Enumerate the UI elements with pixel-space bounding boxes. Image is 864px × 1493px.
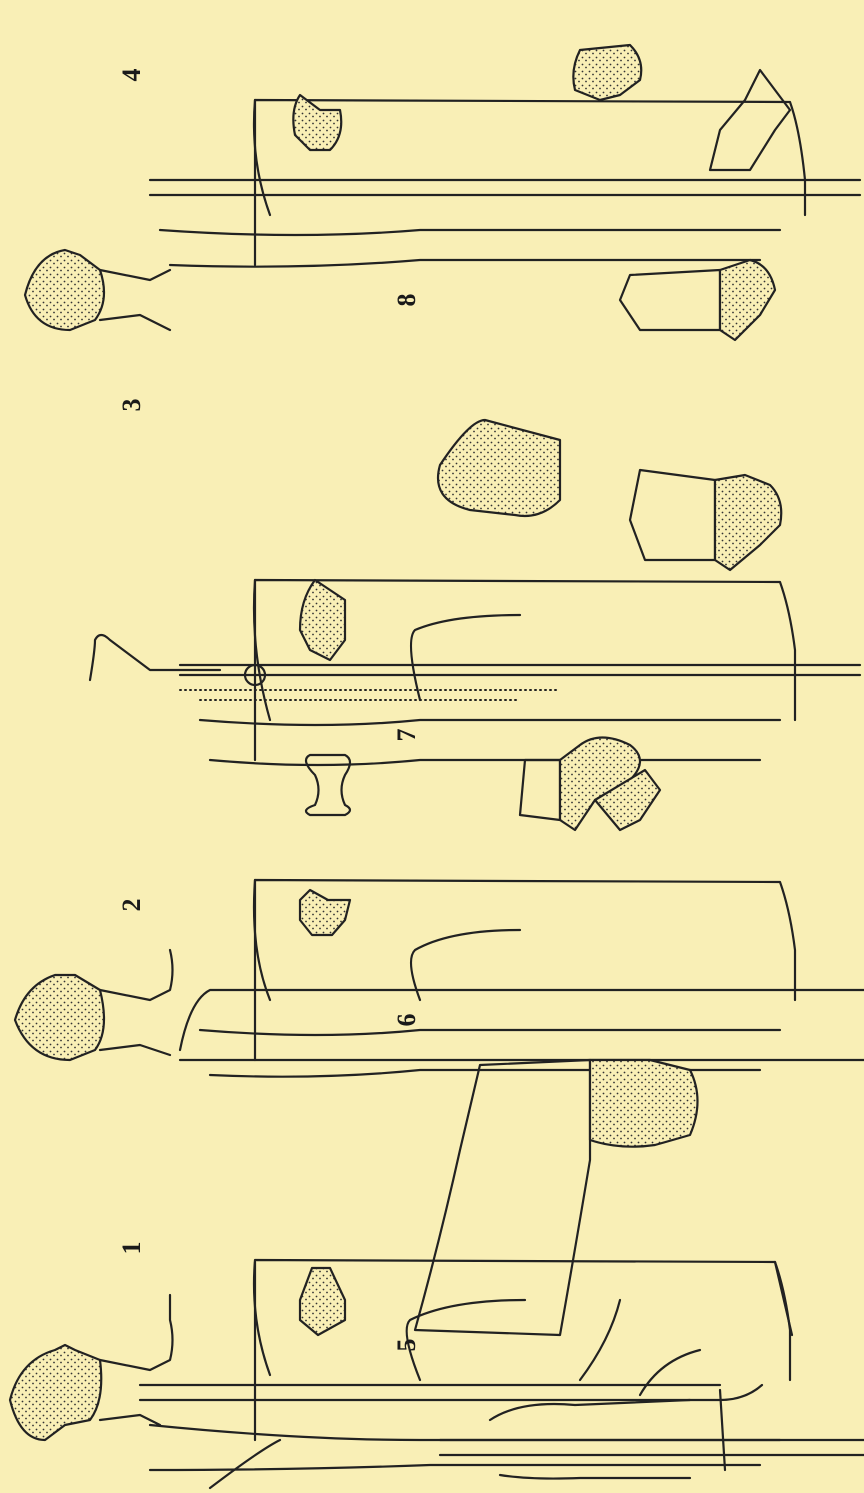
figure-8-drawing <box>573 45 790 570</box>
figure-label-1: 1 <box>117 1242 146 1255</box>
figure-3-drawing <box>90 420 860 765</box>
figure-1-drawing <box>10 1260 792 1488</box>
figure-label-2: 2 <box>117 899 146 912</box>
figure-label-8: 8 <box>392 294 421 307</box>
figure-7-drawing <box>520 738 660 831</box>
figure-5-drawing <box>440 1300 864 1479</box>
figure-label-7: 7 <box>392 729 421 742</box>
figure-label-4: 4 <box>117 69 146 82</box>
figure-6-drawing <box>415 1060 698 1335</box>
figure-label-5: 5 <box>392 1339 421 1352</box>
figure-label-6: 6 <box>392 1014 421 1027</box>
figure-label-3: 3 <box>117 399 146 412</box>
